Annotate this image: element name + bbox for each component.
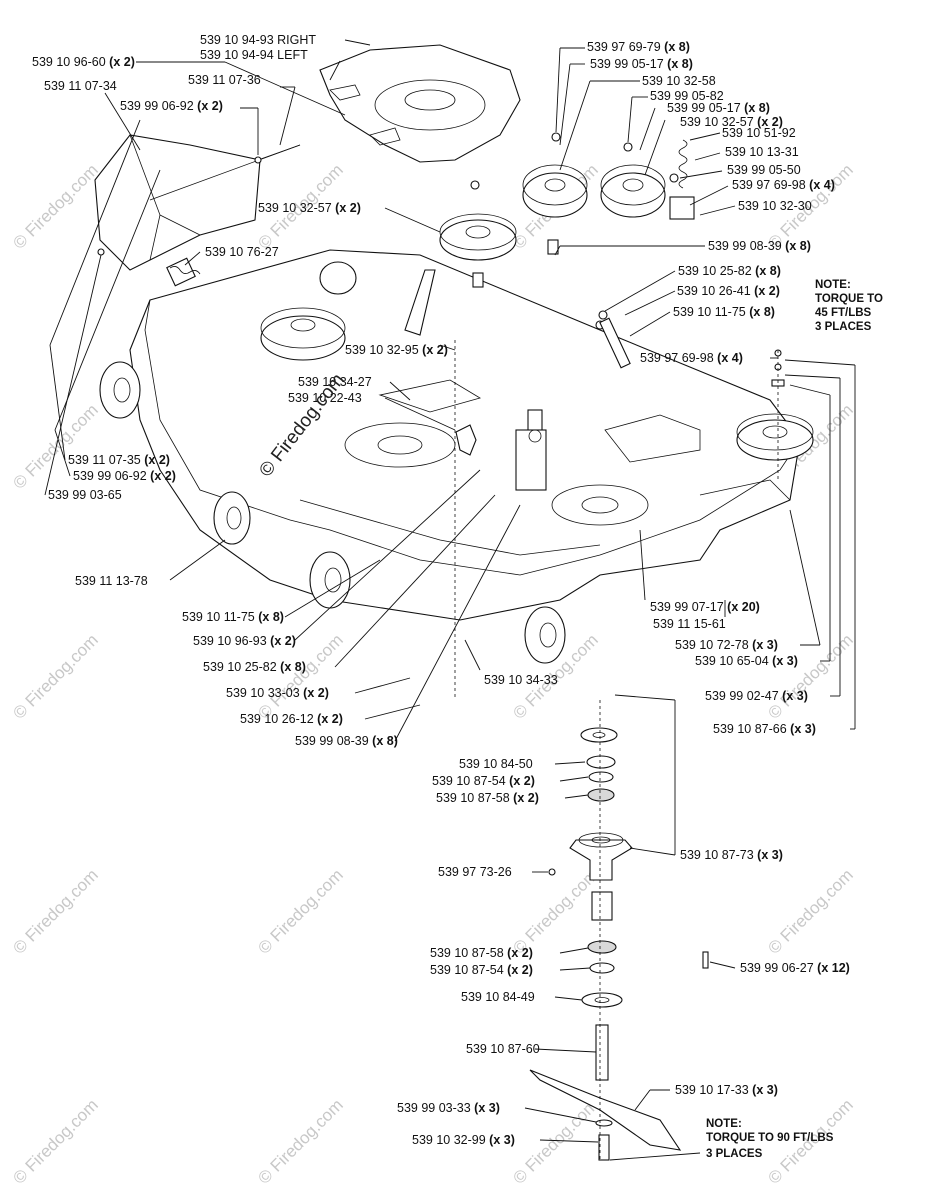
label-seal-84-50: 539 10 84-50 [459, 757, 533, 771]
label-spring-13-31: 539 10 13-31 [725, 145, 799, 159]
parts-illustration [94, 44, 814, 1161]
watermark: © Firedog.com [764, 630, 856, 722]
label-nut-69-98-b: 539 97 69-98 (x 4) [640, 351, 743, 365]
note-45-line-4: 3 PLACES [815, 321, 872, 333]
label-bearing-87-58-a: 539 10 87-58 (x 2) [436, 791, 539, 805]
note-45-line-2: TORQUE TO [815, 293, 883, 305]
label-bolt-05-82: 539 99 05-82 [650, 89, 724, 103]
label-chute: 539 11 07-34 [44, 79, 117, 93]
label-bolt-32-99: 539 10 32-99 (x 3) [412, 1133, 515, 1147]
label-nut-69-79: 539 97 69-79 (x 8) [587, 40, 690, 54]
label-plate-33-03: 539 10 33-03 (x 2) [226, 686, 329, 700]
hardware-part [97, 132, 785, 491]
label-rod-34-33: 539 10 34-33 [484, 673, 558, 687]
label-washer-03-33: 539 99 03-33 (x 3) [397, 1101, 500, 1115]
label-plate-34-27: 539 10 34-27 [298, 375, 372, 389]
label-clip-03-65: 539 99 03-65 [48, 488, 122, 502]
label-pulley-32-58: 539 10 32-58 [642, 74, 716, 88]
label-seal-87-54-b: 539 10 87-54 (x 2) [430, 963, 533, 977]
spindle-assembly-part [529, 727, 709, 1161]
label-screw-06-27: 539 99 06-27 (x 12) [740, 961, 850, 975]
label-nut-69-98-a: 539 97 69-98 (x 4) [732, 178, 835, 192]
label-bolt-11-75-b: 539 10 11-75 (x 8) [182, 610, 284, 624]
watermark: © Firedog.com [9, 160, 101, 252]
label-bolt-96-60: 539 10 96-60 (x 2) [32, 55, 135, 69]
label-nut-87-66: 539 10 87-66 (x 3) [713, 722, 816, 736]
label-deck-13-78: 539 11 13-78 [75, 574, 148, 588]
watermark: © Firedog.com [9, 630, 101, 722]
label-arm-51-92: 539 10 51-92 [722, 126, 796, 140]
label-bolt-26-12: 539 10 26-12 (x 2) [240, 712, 343, 726]
note-45-line-3: 45 FT/LBS [815, 307, 872, 319]
watermark: © Firedog.com [764, 865, 856, 957]
label-rod-07-36: 539 11 07-36 [188, 73, 261, 87]
note-90-line-2: TORQUE TO 90 FT/LBS [706, 1132, 834, 1144]
idler-pulleys-part [260, 164, 814, 461]
part-labels: 539 10 94-93 RIGHT 539 10 94-94 LEFT 539… [32, 33, 850, 1147]
watermark: © Firedog.com [9, 865, 101, 957]
label-washer-05-17-b: 539 99 05-17 (x 8) [667, 101, 770, 115]
watermark: © Firedog.com [509, 865, 601, 957]
watermark: © Firedog.com [254, 1095, 346, 1187]
leader-lines [44, 39, 856, 1161]
label-bracket-32-30: 539 10 32-30 [738, 199, 812, 213]
label-key-72-78: 539 10 72-78 (x 3) [675, 638, 778, 652]
label-blade-17-33: 539 10 17-33 (x 3) [675, 1083, 778, 1097]
label-wheel-96-93: 539 10 96-93 (x 2) [193, 634, 296, 648]
label-pin-07-35: 539 11 07-35 (x 2) [68, 453, 170, 467]
watermark: © Firedog.com [9, 1095, 101, 1187]
label-pulley-32-57-b: 539 10 32-57 (x 2) [680, 115, 783, 129]
label-bushing-25-82-a: 539 10 25-82 (x 8) [678, 264, 781, 278]
label-shaft-87-60: 539 10 87-60 [466, 1042, 540, 1056]
label-bolt-08-39-b: 539 99 08-39 (x 8) [295, 734, 398, 748]
label-cover-15-61: 539 11 15-61 [653, 617, 726, 631]
label-washer-05-50: 539 99 05-50 [727, 163, 801, 177]
watermark: © Firedog.com [254, 865, 346, 957]
torque-note-45: NOTE: TORQUE TO 45 FT/LBS 3 PLACES [815, 279, 883, 333]
note-90-line-3: 3 PLACES [706, 1148, 763, 1160]
label-bolt-08-39-a: 539 99 08-39 (x 8) [708, 239, 811, 253]
label-seal-84-49: 539 10 84-49 [461, 990, 535, 1004]
label-pulley-32-57-a: 539 10 32-57 (x 2) [258, 201, 361, 215]
label-washer-05-17-a: 539 99 05-17 (x 8) [590, 57, 693, 71]
label-pulley-65-04: 539 10 65-04 (x 3) [695, 654, 798, 668]
label-screw-07-17: 539 99 07-17 (x 20) [650, 600, 760, 614]
label-fitting-73-26: 539 97 73-26 [438, 865, 512, 879]
torque-note-90: NOTE: TORQUE TO 90 FT/LBS 3 PLACES [706, 1118, 834, 1160]
note-45-line-1: NOTE: [815, 279, 851, 291]
label-bolt-11-75-a: 539 10 11-75 (x 8) [673, 305, 775, 319]
label-bushing-25-82-b: 539 10 25-82 (x 8) [203, 660, 306, 674]
label-left-cover: 539 10 94-94 LEFT [200, 48, 308, 62]
note-90-line-1: NOTE: [706, 1118, 742, 1130]
label-housing-87-73: 539 10 87-73 (x 3) [680, 848, 783, 862]
label-right-cover: 539 10 94-93 RIGHT [200, 33, 316, 47]
tensioner-spring-part [169, 139, 695, 275]
label-pulley-32-95: 539 10 32-95 (x 2) [345, 343, 448, 357]
belt-cover-part [319, 44, 521, 163]
discharge-chute-part [94, 134, 301, 287]
gauge-wheels-part [99, 261, 566, 664]
label-spring-76-27: 539 10 76-27 [205, 245, 279, 259]
label-pin-06-92-top: 539 99 06-92 (x 2) [120, 99, 223, 113]
label-link-26-41: 539 10 26-41 (x 2) [677, 284, 780, 298]
label-seal-87-54-a: 539 10 87-54 (x 2) [432, 774, 535, 788]
label-pin-06-92-bottom: 539 99 06-92 (x 2) [73, 469, 176, 483]
label-bracket-22-43: 539 10 22-43 [288, 391, 362, 405]
label-washer-02-47: 539 99 02-47 (x 3) [705, 689, 808, 703]
label-bearing-87-58-b: 539 10 87-58 (x 2) [430, 946, 533, 960]
